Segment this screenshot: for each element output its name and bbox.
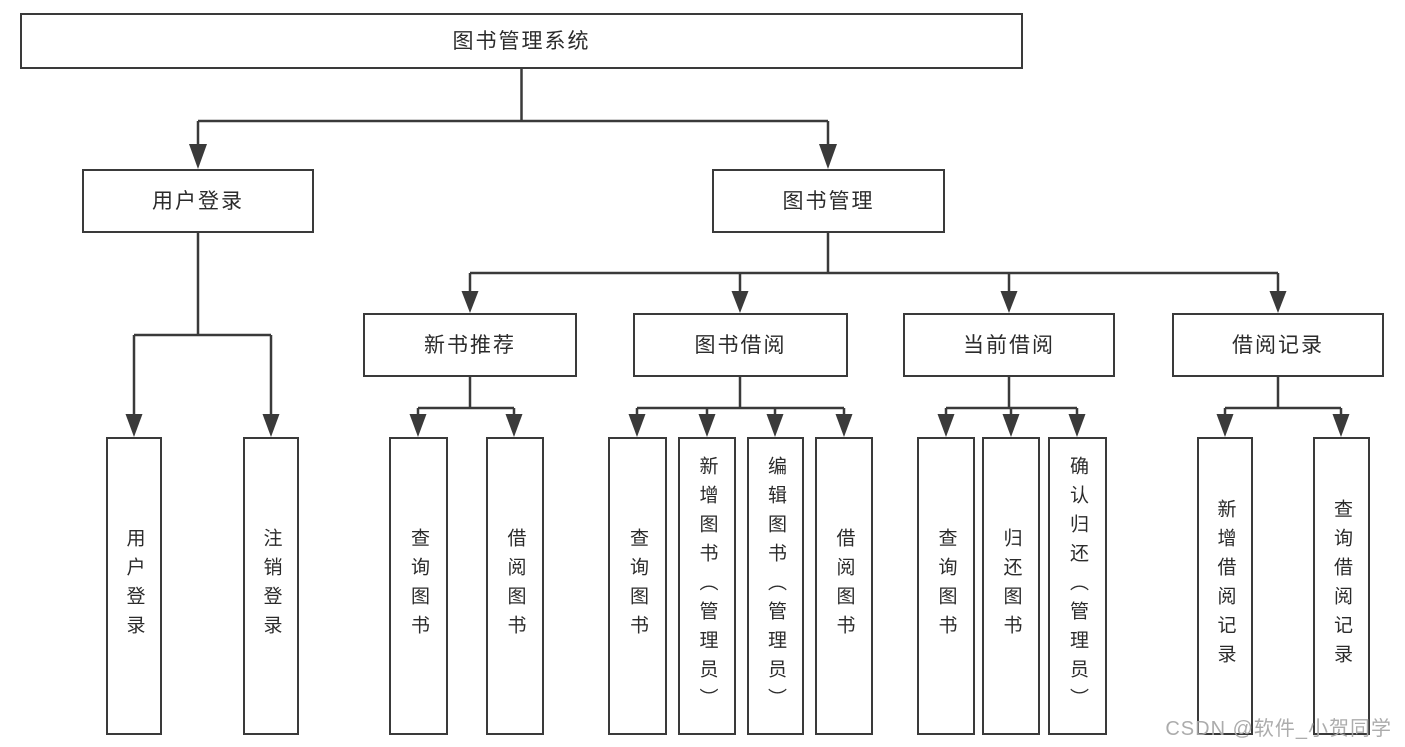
leaf-current-confirm-return-admin: 确认归还（管理员） bbox=[1048, 437, 1107, 735]
arrow-down-icon bbox=[835, 414, 853, 437]
node-user-login: 用户登录 bbox=[82, 169, 314, 233]
leaf-user-login: 用户登录 bbox=[106, 437, 162, 735]
arrow-down-icon bbox=[1332, 414, 1350, 437]
arrow-down-icon bbox=[937, 414, 955, 437]
arrow-down-icon bbox=[698, 414, 716, 437]
arrow-down-icon bbox=[409, 414, 427, 437]
leaf-current-return-books: 归还图书 bbox=[982, 437, 1040, 735]
leaf-newbook-query-books: 查询图书 bbox=[389, 437, 448, 735]
arrow-down-icon bbox=[1068, 414, 1086, 437]
arrow-down-icon bbox=[1216, 414, 1234, 437]
node-book-management: 图书管理 bbox=[712, 169, 945, 233]
leaf-logout: 注销登录 bbox=[243, 437, 299, 735]
node-current-borrowing: 当前借阅 bbox=[903, 313, 1115, 377]
node-borrowing-records: 借阅记录 bbox=[1172, 313, 1384, 377]
arrow-down-icon bbox=[819, 144, 837, 169]
arrow-down-icon bbox=[1002, 414, 1020, 437]
arrow-down-icon bbox=[461, 291, 479, 313]
node-book-borrowing: 图书借阅 bbox=[633, 313, 848, 377]
leaf-records-query-borrow-record: 查询借阅记录 bbox=[1313, 437, 1370, 735]
arrow-down-icon bbox=[505, 414, 523, 437]
arrow-down-icon bbox=[731, 291, 749, 313]
leaf-records-add-borrow-record: 新增借阅记录 bbox=[1197, 437, 1253, 735]
leaf-current-query-books: 查询图书 bbox=[917, 437, 975, 735]
leaf-newbook-borrow-books: 借阅图书 bbox=[486, 437, 544, 735]
arrow-down-icon bbox=[766, 414, 784, 437]
arrow-down-icon bbox=[262, 414, 280, 437]
watermark: CSDN @软件_小贺同学 bbox=[1165, 718, 1392, 740]
arrow-down-icon bbox=[189, 144, 207, 169]
leaf-borrowing-query-books: 查询图书 bbox=[608, 437, 667, 735]
node-new-book-recommendation: 新书推荐 bbox=[363, 313, 577, 377]
arrow-down-icon bbox=[1000, 291, 1018, 313]
node-root-library-management-system: 图书管理系统 bbox=[20, 13, 1023, 69]
leaf-borrowing-borrow-books: 借阅图书 bbox=[815, 437, 873, 735]
arrow-down-icon bbox=[125, 414, 143, 437]
leaf-borrowing-edit-books-admin: 编辑图书（管理员） bbox=[747, 437, 804, 735]
arrow-down-icon bbox=[628, 414, 646, 437]
arrow-down-icon bbox=[1269, 291, 1287, 313]
leaf-borrowing-add-books-admin: 新增图书（管理员） bbox=[678, 437, 736, 735]
